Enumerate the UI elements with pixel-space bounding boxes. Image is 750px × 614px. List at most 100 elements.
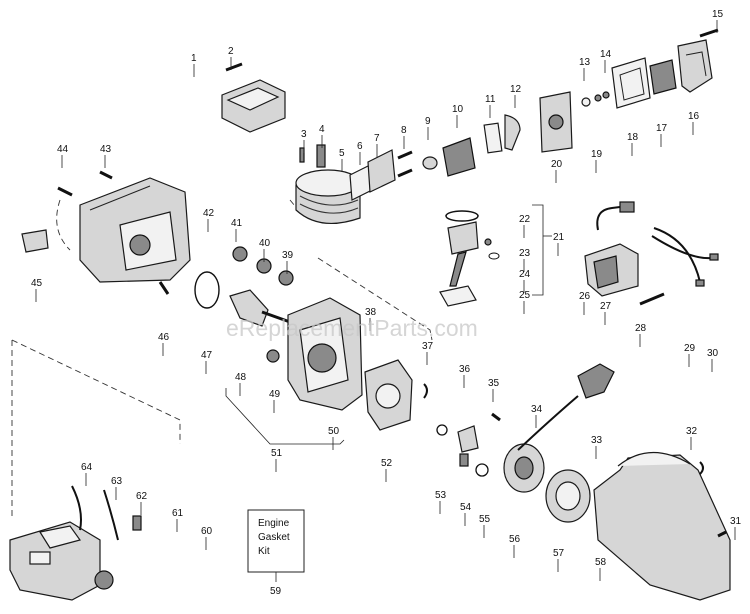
callout-62: 62	[136, 491, 148, 502]
callout-63: 63	[111, 476, 123, 487]
air-filter	[649, 59, 677, 95]
shroud-screws	[57, 170, 113, 197]
callout-53: 53	[435, 490, 447, 501]
callout-64: 64	[81, 462, 93, 473]
callout-42: 42	[203, 208, 215, 219]
callout-26: 26	[579, 291, 591, 302]
callout-34: 34	[531, 404, 543, 415]
callout-11: 11	[485, 94, 496, 105]
callout-17: 17	[656, 123, 668, 134]
callout-36: 36	[459, 364, 471, 375]
callout-31: 31	[730, 516, 742, 527]
callout-7: 7	[374, 133, 380, 144]
fuel-lines	[71, 485, 142, 541]
callout-35: 35	[488, 378, 500, 389]
engine-gasket-kit-box: Engine Gasket Kit 59	[247, 509, 305, 597]
ignition-wires	[651, 227, 719, 287]
callout-12: 12	[510, 84, 522, 95]
watermark: eReplacementParts.com	[226, 315, 478, 341]
callout-8: 8	[401, 125, 407, 136]
crankcase-gasket	[194, 271, 220, 309]
callout-61: 61	[172, 508, 184, 519]
callout-38: 38	[365, 307, 377, 318]
callout-6: 6	[357, 141, 363, 152]
air-filter-base	[539, 91, 573, 153]
callout-52: 52	[381, 458, 393, 469]
callout-3: 3	[301, 129, 307, 140]
housing-screws	[699, 461, 727, 538]
fuel-tank	[9, 521, 114, 601]
callout-39: 39	[282, 250, 294, 261]
nut	[266, 349, 280, 363]
callout-20: 20	[551, 159, 563, 170]
callout-49: 49	[269, 389, 281, 400]
crankcase	[287, 297, 363, 411]
piston-assembly	[439, 210, 500, 307]
callout-40: 40	[259, 238, 271, 249]
callout-28: 28	[635, 323, 647, 334]
carburetor-plate	[483, 114, 521, 154]
assembly-guide-lines	[11, 199, 433, 520]
callout-15: 15	[712, 9, 724, 20]
air-filter-cover	[677, 39, 713, 93]
callout-4: 4	[319, 124, 325, 135]
air-filter-screws	[581, 91, 610, 107]
callout-1: 1	[191, 53, 197, 64]
crankcase-kit-bracket	[225, 388, 345, 445]
callout-51: 51	[271, 448, 283, 459]
callout-10: 10	[452, 104, 464, 115]
clip	[21, 229, 49, 253]
starter-handle	[577, 363, 615, 399]
filter-screen	[611, 57, 651, 109]
callout-45: 45	[31, 278, 43, 289]
screw	[158, 281, 170, 295]
cover-screw	[699, 28, 719, 38]
callout-46: 46	[158, 332, 170, 343]
callout-18: 18	[627, 132, 639, 143]
engine-shroud	[79, 177, 191, 283]
intake-screws	[397, 150, 438, 178]
piston-kit-bracket	[532, 204, 552, 296]
spring-clip	[423, 383, 428, 399]
callout-25: 25	[519, 290, 531, 301]
callout-9: 9	[425, 116, 431, 127]
callout-24: 24	[519, 269, 531, 280]
starter-housing	[593, 451, 731, 601]
kit-line-2: Gasket	[258, 532, 290, 543]
callout-21: 21	[553, 232, 565, 243]
callout-55: 55	[479, 514, 491, 525]
callout-48: 48	[235, 372, 247, 383]
callout-13: 13	[579, 57, 591, 68]
spark-plug	[299, 144, 326, 168]
flywheel-housing	[364, 359, 413, 431]
starter-components	[436, 412, 591, 523]
callout-29: 29	[684, 343, 696, 354]
callout-30: 30	[707, 348, 719, 359]
callout-47: 47	[201, 350, 213, 361]
callout-leader-lines	[35, 20, 736, 581]
callout-41: 41	[231, 218, 243, 229]
callout-14: 14	[600, 49, 612, 60]
callout-23: 23	[519, 248, 531, 259]
callout-54: 54	[460, 502, 472, 513]
callout-16: 16	[688, 111, 700, 122]
callout-43: 43	[100, 144, 112, 155]
callout-32: 32	[686, 426, 698, 437]
callout-56: 56	[509, 534, 521, 545]
callout-19: 19	[591, 149, 603, 160]
callout-44: 44	[57, 144, 69, 155]
callout-57: 57	[553, 548, 565, 559]
starter-rope	[517, 395, 579, 451]
kit-line-1: Engine	[258, 518, 290, 529]
cylinder	[295, 169, 361, 224]
muffler-screw	[225, 62, 243, 72]
kit-line-3: Kit	[258, 546, 270, 557]
callout-27: 27	[600, 301, 612, 312]
callout-33: 33	[591, 435, 603, 446]
callout-50: 50	[328, 426, 340, 437]
carburetor	[442, 137, 476, 177]
intake-gasket	[349, 149, 396, 201]
callout-60: 60	[201, 526, 213, 537]
